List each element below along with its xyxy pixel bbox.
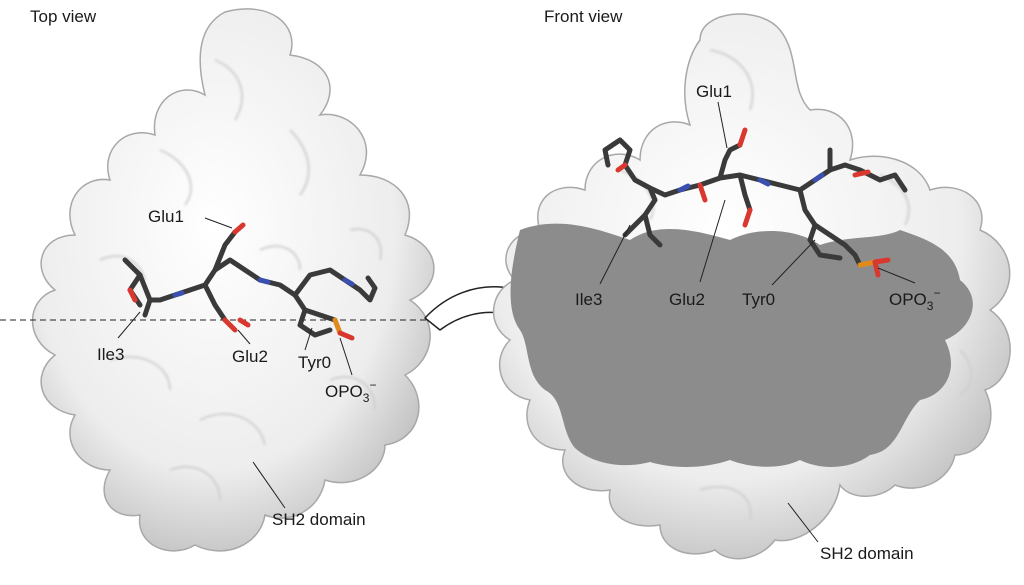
front-view-leaders (599, 101, 916, 543)
label-opo3-front: OPO3− (889, 286, 941, 313)
front-view-cross-section (510, 223, 973, 467)
front-view-panel: Front view (493, 7, 1011, 563)
label-opo3-top: OPO3− (325, 378, 377, 405)
top-view-peptide (122, 222, 378, 341)
label-sh2-domain-front: SH2 domain (820, 544, 914, 563)
label-glu2-top: Glu2 (232, 347, 268, 366)
top-view-surface (31, 8, 435, 552)
label-glu1-top: Glu1 (148, 207, 184, 226)
label-sh2-domain-top: SH2 domain (272, 510, 366, 529)
front-view-title: Front view (544, 7, 623, 26)
label-tyr0-front: Tyr0 (742, 290, 775, 309)
label-ile3-top: Ile3 (97, 345, 124, 364)
front-view-surface-shading (619, 49, 973, 521)
label-ile3-front: Ile3 (575, 290, 602, 309)
top-view-leaders (117, 217, 353, 509)
top-view-panel: Top view (0, 7, 435, 552)
front-view-peptide (602, 127, 908, 278)
label-glu2-front: Glu2 (669, 290, 705, 309)
label-tyr0-top: Tyr0 (298, 353, 331, 372)
top-view-surface-shading (99, 59, 382, 501)
label-glu1-front: Glu1 (696, 82, 732, 101)
top-view-title: Top view (30, 7, 97, 26)
